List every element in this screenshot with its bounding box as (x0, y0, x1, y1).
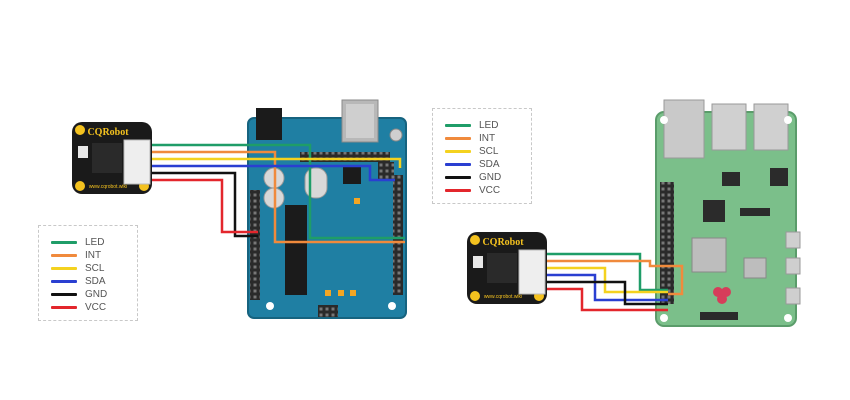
legend-swatch (445, 136, 471, 140)
legend-label: SCL (479, 145, 499, 157)
csi-connector (740, 208, 770, 216)
legend-swatch (51, 253, 77, 257)
icsp-header-bottom (318, 305, 338, 317)
legend-swatch (51, 292, 77, 296)
icsp-header (378, 162, 394, 180)
sensor-module-left: CQRobot www.cqrobot.wiki (72, 122, 152, 194)
legend-swatch (51, 240, 77, 244)
legend-label: LED (85, 236, 105, 248)
legend-item: LED (445, 119, 498, 131)
ram-chip (703, 200, 725, 222)
legend-label: INT (479, 132, 496, 144)
legend-label: INT (85, 249, 102, 261)
usb-chip (343, 166, 361, 184)
sensor-brand-label: CQRobot (482, 237, 524, 248)
soc-chip (691, 237, 727, 273)
legend-item: SCL (445, 145, 498, 157)
digital-header (300, 152, 390, 162)
legend-label: SCL (85, 262, 105, 274)
wire-vcc-pi (545, 287, 668, 312)
hdmi-port (785, 257, 801, 275)
wire-sda-pi (545, 273, 668, 302)
sensor-chip (473, 256, 483, 268)
reset-button (389, 128, 403, 142)
sensor-connector (123, 139, 151, 185)
wire-scl-pi (545, 266, 668, 294)
legend-swatch (445, 123, 471, 127)
left-header (250, 190, 260, 300)
sensor-url-label: www.cqrobot.wiki (484, 294, 522, 300)
sensor-url-label: www.cqrobot.wiki (89, 184, 127, 190)
legend-swatch (51, 279, 77, 283)
usb-port (711, 103, 747, 151)
crystal (304, 167, 328, 199)
atmega-chip (285, 205, 307, 295)
sensor-brand-label: CQRobot (87, 127, 129, 138)
legend-label: GND (85, 288, 108, 300)
wire-vcc-arduino (150, 178, 258, 234)
ethernet-port (663, 99, 705, 159)
legend-swatch (445, 149, 471, 153)
right-header (393, 175, 403, 295)
wire-led-pi (545, 252, 668, 292)
arduino-uno-board (247, 99, 407, 319)
legend-label: SDA (479, 158, 500, 170)
audio-jack (770, 168, 788, 186)
legend-item: SDA (445, 158, 500, 170)
dsi-connector (700, 312, 738, 320)
raspberry-pi-board (655, 99, 801, 327)
raspberry-wires (545, 252, 684, 312)
raspberry-logo (713, 287, 731, 304)
sensor-connector (518, 249, 546, 295)
sensor-module-right: CQRobot www.cqrobot.wiki (467, 232, 547, 304)
legend-item: SCL (51, 262, 104, 274)
legend-item: GND (51, 288, 107, 300)
wire-int-arduino (150, 150, 405, 244)
wifi-chip (743, 257, 767, 279)
legend-item: VCC (445, 184, 500, 196)
legend-label: VCC (85, 301, 107, 313)
wire-gnd-pi (545, 280, 668, 306)
wire-sda-arduino (150, 164, 395, 182)
usb-c-port (785, 287, 801, 305)
wire-led-arduino (150, 143, 405, 240)
legend-right: LED INT SCL SDA GND VCC (432, 108, 532, 204)
legend-item: SDA (51, 275, 106, 287)
legend-item: GND (445, 171, 501, 183)
sensor-chip (78, 146, 88, 158)
usb-port (753, 103, 789, 151)
legend-item: LED (51, 236, 104, 248)
wire-scl-arduino (150, 157, 402, 168)
wire-int-pi (545, 259, 684, 296)
legend-item: VCC (51, 301, 106, 313)
legend-item: INT (51, 249, 101, 261)
legend-item: INT (445, 132, 495, 144)
power-jack (256, 108, 282, 140)
legend-swatch (445, 175, 471, 179)
gpio-header (660, 182, 674, 304)
legend-swatch (445, 188, 471, 192)
legend-left: LED INT SCL SDA GND VCC (38, 225, 138, 321)
legend-swatch (445, 162, 471, 166)
arduino-wires (150, 143, 405, 244)
wire-gnd-arduino (150, 171, 258, 238)
hdmi-port (785, 231, 801, 249)
chip-small (722, 172, 740, 186)
legend-label: SDA (85, 275, 106, 287)
legend-label: VCC (479, 184, 501, 196)
legend-swatch (51, 266, 77, 270)
legend-label: LED (479, 119, 499, 131)
legend-swatch (51, 305, 77, 309)
legend-label: GND (479, 171, 502, 183)
